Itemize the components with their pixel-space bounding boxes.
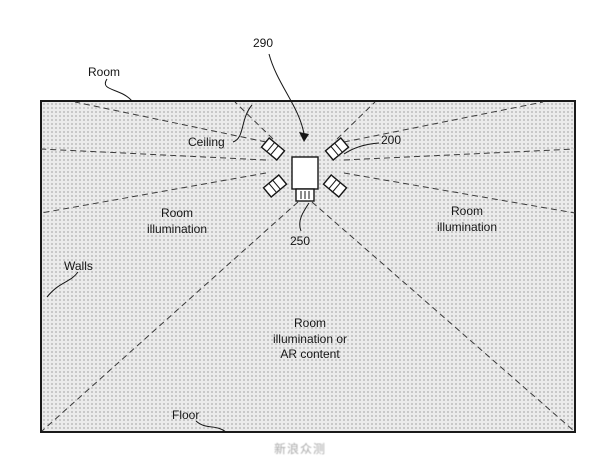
projector-device [260, 136, 350, 202]
ref-250: 250 [290, 234, 311, 248]
projector-unit-top-right [324, 136, 350, 162]
projector-unit-bottom-left [262, 173, 288, 199]
beam-right-lower [343, 172, 576, 214]
watermark-text: 新浪众测 [273, 442, 326, 456]
leader-ref-250 [299, 202, 310, 232]
arrowhead-290 [299, 132, 309, 142]
ref-290: 290 [253, 36, 274, 50]
beam-left-upper [40, 148, 267, 161]
ref-200: 200 [381, 133, 402, 147]
projection-beams [40, 101, 576, 432]
leader-floor [195, 420, 227, 433]
leader-ceiling [232, 104, 253, 143]
beam-left-lower [40, 172, 267, 214]
floor-illumination-label: Room illumination or AR content [272, 316, 348, 362]
projector-unit-bottom-right [322, 173, 348, 199]
beam-ceiling-left-inner [234, 101, 274, 140]
projector-unit-top-left [260, 136, 286, 162]
beam-ceiling-left-outer [74, 101, 267, 143]
floor-label: Floor [172, 408, 200, 422]
right-illumination-label: Room illumination [436, 204, 498, 234]
beam-floor-left [41, 201, 299, 432]
leader-walls [46, 271, 79, 298]
leader-room [104, 78, 133, 102]
projector-hub [291, 156, 319, 190]
beam-floor-right [311, 201, 575, 432]
left-illumination-label: Room illumination [146, 206, 208, 236]
projector-unit-down [295, 188, 315, 202]
leader-lines [46, 53, 380, 433]
walls-label: Walls [64, 259, 93, 273]
leader-ref-200 [343, 142, 380, 155]
beam-ceiling-right-outer [343, 101, 544, 143]
room-rectangle [40, 100, 576, 433]
beam-ceiling-right-inner [336, 101, 376, 140]
leader-ref-290-arrow [268, 53, 305, 135]
ceiling-label: Ceiling [188, 135, 225, 149]
beam-right-upper [343, 148, 576, 161]
room-label: Room [88, 65, 121, 79]
